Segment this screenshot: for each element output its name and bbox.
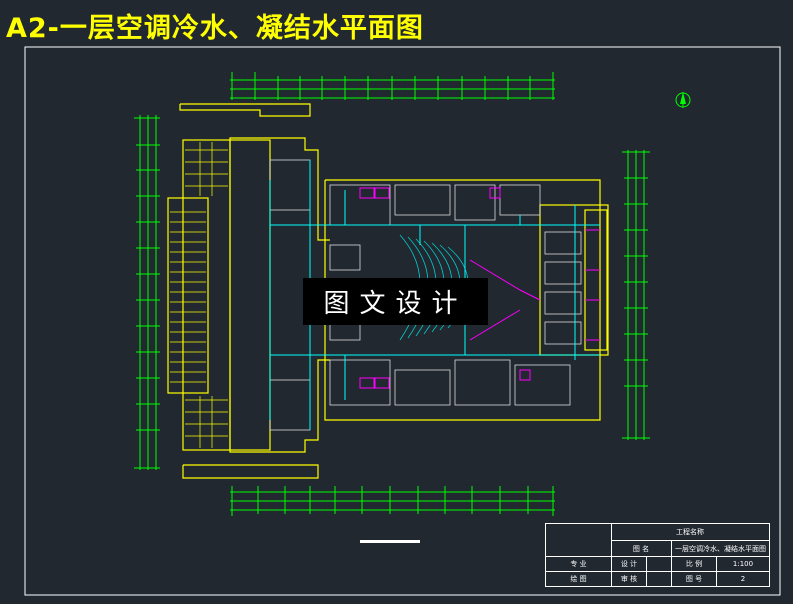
- sheet-border: [24, 46, 781, 596]
- dimension-lines-bottom: [230, 486, 555, 516]
- specialty-label: 专 业: [570, 560, 587, 568]
- design-label: 设 计: [620, 560, 638, 568]
- dimension-lines-top: [230, 72, 555, 100]
- title-block: 工程名称 图 名 一层空调冷水、凝结水平面图 专 业 设 计 比 例 1:100…: [545, 523, 770, 587]
- project-name-label: 工程名称: [676, 528, 704, 536]
- sheet-number-label: 图 号: [685, 575, 703, 583]
- scale-value: 1:100: [732, 560, 754, 568]
- dimension-lines-right: [622, 150, 650, 440]
- watermark-label: 图文设计: [303, 278, 488, 325]
- drawing-title: A2-一层空调冷水、凝结水平面图: [6, 13, 424, 44]
- stair-treads: [170, 142, 228, 448]
- scale-label: 比 例: [685, 560, 703, 568]
- drawing-name-label: 图 名: [632, 544, 650, 553]
- sheet-number-value: 2: [740, 575, 746, 583]
- building-walls: [167, 103, 609, 479]
- review-label: 审 核: [620, 575, 638, 583]
- north-arrow-icon: [675, 92, 691, 108]
- dimension-lines-left: [134, 115, 160, 470]
- condensate-pipes: [359, 187, 600, 389]
- drawn-by-label: 绘 图: [570, 575, 587, 583]
- drawing-name-value: 一层空调冷水、凝结水平面图: [675, 544, 766, 553]
- scale-bar: [360, 540, 420, 543]
